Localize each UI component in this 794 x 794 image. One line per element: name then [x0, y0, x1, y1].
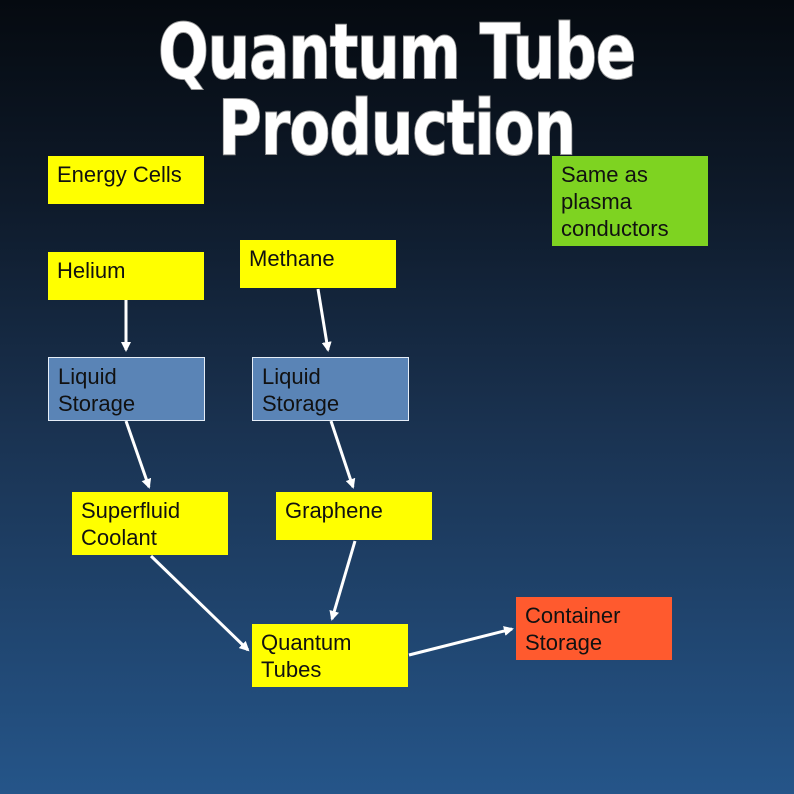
- node-graphene[interactable]: Graphene: [276, 492, 432, 540]
- node-quantum-tubes[interactable]: Quantum Tubes: [252, 624, 408, 687]
- page-title: Quantum Tube Production: [157, 7, 636, 172]
- node-superfluid-coolant[interactable]: Superfluid Coolant: [72, 492, 228, 555]
- edge-liquid-storage-to-graphene: [329, 420, 356, 489]
- node-liquid-storage-1[interactable]: Liquid Storage: [48, 357, 205, 421]
- edge-superfluid-to-quantum-tubes: [149, 554, 250, 652]
- node-liquid-storage-2[interactable]: Liquid Storage: [252, 357, 409, 421]
- node-note-plasma-conductors[interactable]: Same as plasma conductors: [552, 156, 708, 246]
- node-energy-cells[interactable]: Energy Cells: [48, 156, 204, 204]
- node-helium[interactable]: Helium: [48, 252, 204, 300]
- edge-liquid-storage-to-superfluid: [124, 420, 152, 489]
- node-container-storage[interactable]: Container Storage: [516, 597, 672, 660]
- edge-graphene-to-quantum-tubes: [329, 540, 357, 621]
- edge-methane-to-liquid-storage: [316, 288, 332, 352]
- node-methane[interactable]: Methane: [240, 240, 396, 288]
- edge-quantum-tubes-to-container: [408, 626, 514, 657]
